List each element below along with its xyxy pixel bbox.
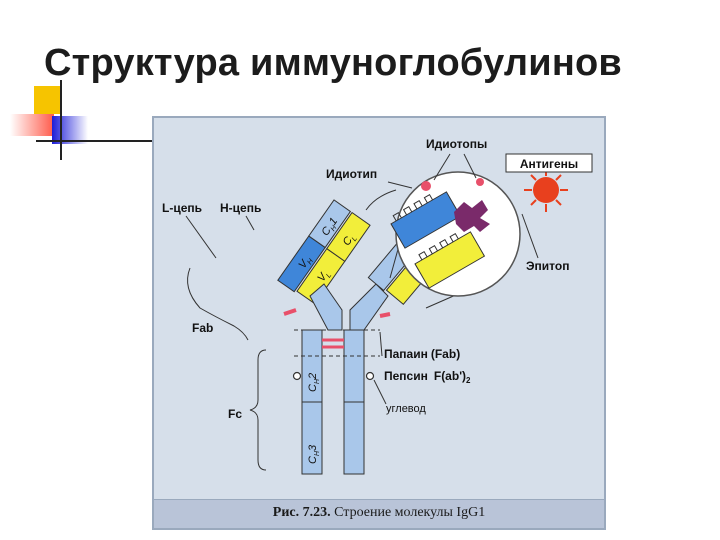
papain-label: Папаин(Fab): [384, 347, 460, 361]
disulfide-bond-light-right: [379, 312, 391, 318]
idiotopes-label: Идиотопы: [426, 137, 487, 151]
magnified-vh-teeth: [392, 193, 434, 222]
carbohydrate-right: [365, 371, 375, 381]
h-chain-pointer: [245, 215, 255, 231]
fab-bracket: [187, 267, 249, 341]
slide-title: Структура иммуноглобулинов: [44, 42, 622, 84]
idiotype-label: Идиотип: [326, 167, 377, 181]
left-arm: VH CH1 VL CL: [277, 199, 371, 305]
yellow-square: [34, 86, 62, 114]
corner-decoration: [0, 80, 160, 170]
caption-strip: Рис. 7.23. Строение молекулы IgG1: [154, 499, 604, 528]
ch1-label: CH1: [319, 216, 341, 240]
right-hinge: [349, 283, 389, 331]
cl-label: CL: [341, 231, 359, 249]
papain-pointer: [379, 331, 383, 357]
antigen-icon: [524, 168, 568, 212]
magnified-vl-teeth: [418, 232, 459, 261]
red-square: [10, 114, 54, 136]
horizontal-rule: [36, 140, 160, 142]
idiotype-pointer: [387, 181, 413, 189]
h-chain-label: H-цепь: [220, 201, 261, 215]
vertical-rule: [60, 80, 62, 160]
idiotype-dot-2: [476, 178, 484, 186]
antigens-label-box: [505, 153, 593, 173]
l-chain-label: L-цепь: [162, 201, 202, 215]
epitope-arrow: [521, 213, 539, 259]
carbohydrate-left: [292, 371, 302, 381]
figure-number: Рис. 7.23.: [272, 505, 331, 520]
antibody-diagram: VH CH1 VL CL CH2 CH3: [162, 137, 593, 475]
vl-label: VL: [315, 268, 333, 285]
idiotope-shape: [454, 200, 490, 232]
magnified-fab: [390, 178, 490, 289]
vh-label: VH: [296, 253, 315, 272]
fc-label: Fc: [228, 407, 242, 421]
l-chain-pointer: [185, 215, 217, 259]
idiotype-brace: [365, 189, 397, 211]
magnified-vh: [390, 191, 462, 249]
left-hinge: [309, 283, 343, 331]
ch3-label: CH3: [307, 444, 321, 464]
ch2-domain-right: [343, 329, 365, 403]
fab-label: Fab: [192, 321, 213, 335]
idiotopes-arrow-1: [433, 153, 451, 181]
idiotopes-arrow-2: [463, 153, 477, 179]
disulfide-bond-light-left: [283, 308, 297, 316]
carbohydrate-pointer: [373, 379, 387, 405]
ch1-domain-left: [308, 199, 352, 249]
figure-caption: Рис. 7.23. Строение молекулы IgG1: [154, 505, 604, 521]
ch3-domain-right: [343, 401, 365, 475]
blue-square: [52, 116, 88, 144]
figure-caption-text: Строение молекулы IgG1: [330, 505, 486, 520]
ch2-label: CH2: [307, 373, 321, 392]
epitope-label: Эпитоп: [526, 259, 569, 273]
figure-panel: VH CH1 VL CL CH2 CH3: [152, 116, 606, 530]
cl-domain: [326, 211, 371, 262]
carbohydrate-label: углевод: [386, 403, 426, 415]
antigens-label: Антигены: [520, 157, 578, 171]
ch3-domain-left: [301, 401, 323, 475]
fc-bracket: [249, 349, 267, 471]
idiotype-dot-1: [421, 181, 431, 191]
